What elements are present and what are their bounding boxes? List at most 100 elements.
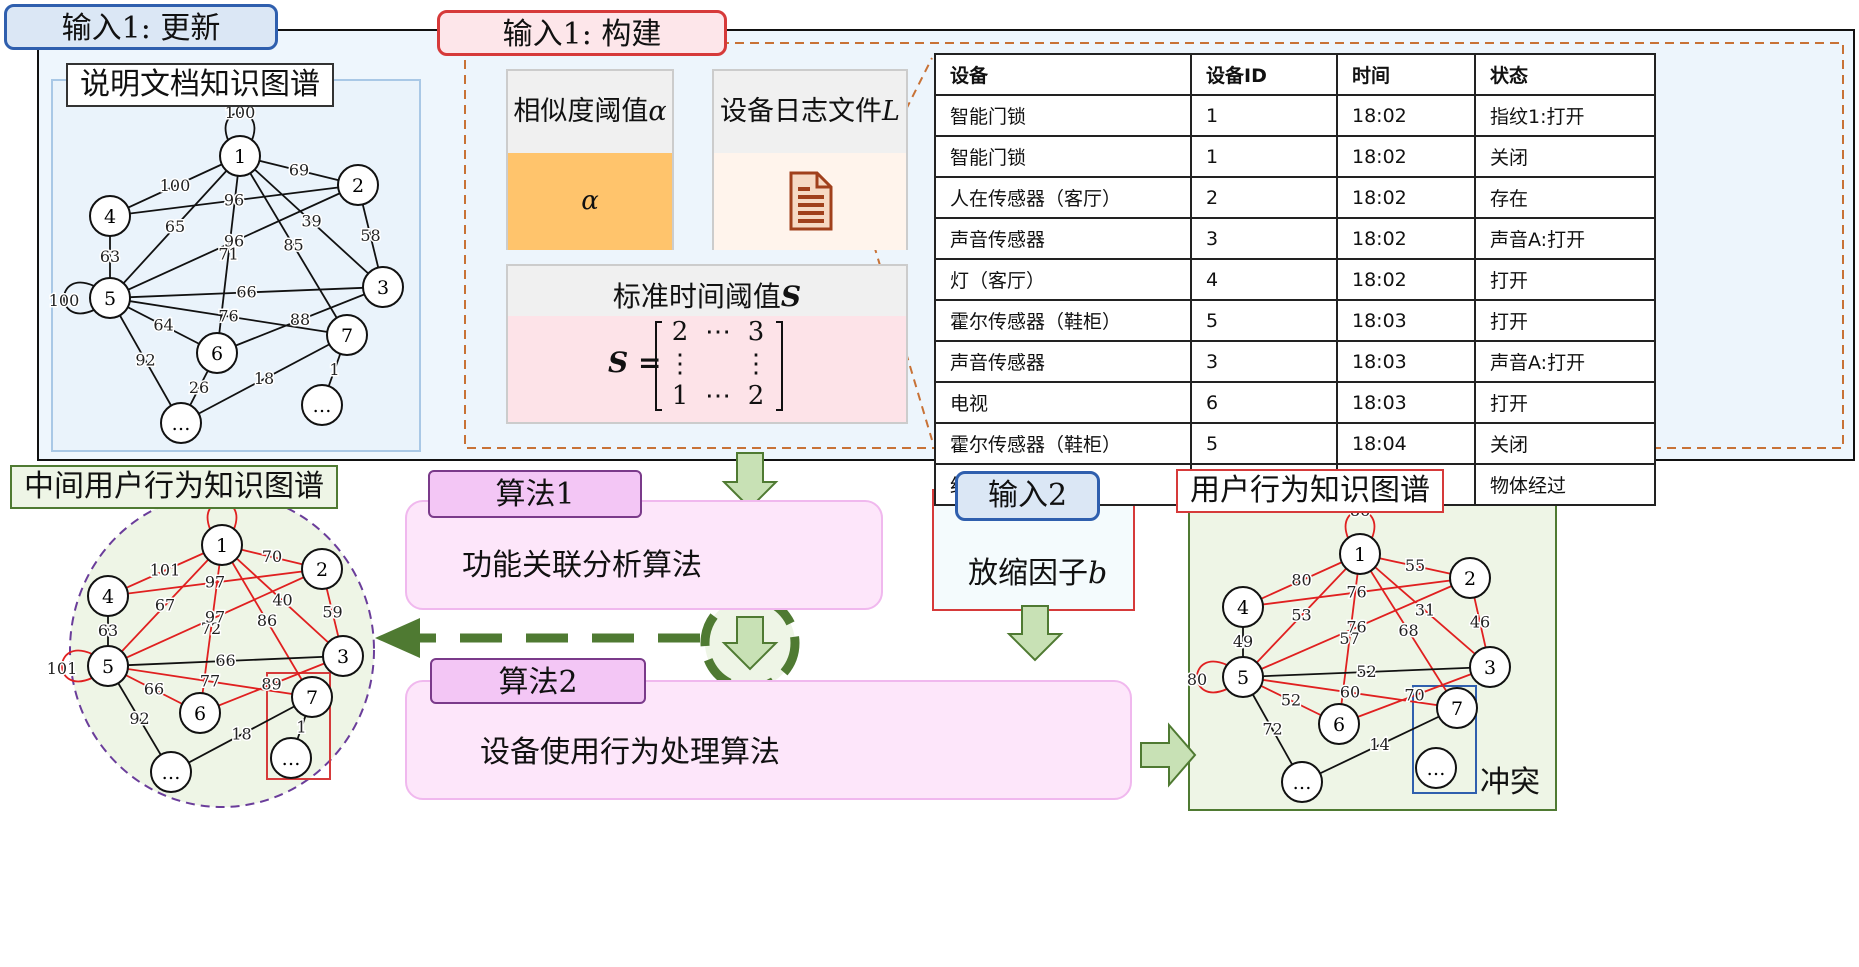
graph-edge-weight: 63 [98, 621, 118, 640]
graph-edge-weight: 86 [257, 611, 277, 630]
graph-edge-weight: 63 [100, 247, 120, 266]
standard-time-box: 标准时间阈值S S = 2 ⋯ 3 ⋮ ⋮ 1 ⋯ 2 [506, 264, 908, 424]
down-arrow-build [721, 452, 779, 510]
graph-edge-weight: 26 [189, 378, 209, 397]
graph-edge-weight: 18 [254, 369, 274, 388]
graph-node-label: 2 [316, 559, 328, 581]
m-0-1: ⋯ [705, 317, 731, 347]
graph-node [301, 548, 343, 590]
graph-edge-weight: 92 [129, 709, 149, 728]
graph-edge-weight: 65 [165, 217, 185, 236]
graph-node-label: 1 [1354, 544, 1366, 566]
table-cell: 3 [1190, 217, 1338, 260]
graph-edge-weight: 31 [1415, 601, 1435, 620]
graph-node-label: … [172, 413, 191, 435]
graph-edge [199, 544, 223, 714]
table-cell: 1 [1190, 94, 1338, 137]
table-cell: 18:04 [1336, 422, 1476, 465]
table-cell: 电视 [934, 381, 1192, 424]
down-arrow-input2 [1006, 605, 1064, 662]
graph-edge [109, 155, 241, 217]
graph-node [1281, 761, 1323, 803]
m-2-1: ⋯ [705, 381, 731, 411]
graph-node [87, 575, 129, 617]
graph-edge-weight: 85 [283, 236, 303, 255]
graph-edge-weight: 89 [261, 675, 281, 694]
table-cell: 物体经过 [1474, 463, 1656, 506]
table-header-cell: 时间 [1336, 53, 1476, 96]
table-header-cell: 设备ID [1190, 53, 1338, 96]
algo2-tag: 算法2 [430, 658, 646, 704]
graph-edge-weight: 68 [1398, 621, 1418, 640]
graph-node-label: 7 [1451, 698, 1463, 720]
graph-node [87, 645, 129, 687]
graph-edge-weight: 49 [1233, 632, 1253, 651]
graph-edge-weight: 72 [201, 619, 221, 638]
graph-edge [1359, 553, 1491, 668]
table-cell: 存在 [1474, 176, 1656, 219]
graph-node [1222, 586, 1264, 628]
graph-edge-weight: 1 [296, 718, 306, 737]
table-cell: 4 [1190, 258, 1338, 301]
graph-edge-weight: 101 [150, 561, 181, 580]
input2-tag: 输入2 [955, 471, 1100, 521]
graph-node [1318, 703, 1360, 745]
graph-edge [216, 155, 241, 354]
graph-node-label: 5 [1237, 667, 1249, 689]
graph-edge-weight: 39 [301, 212, 321, 231]
graph-node-label: 4 [104, 206, 116, 228]
graph-edge-weight: 71 [218, 245, 238, 264]
device-log-box: 设备日志文件L [712, 69, 908, 250]
conflict-highlight-box [1412, 685, 1477, 794]
device-log-title: 设备日志文件L [720, 96, 900, 127]
graph-edge [107, 665, 313, 698]
table-cell: 18:03 [1336, 340, 1476, 383]
intermediate-kg-title: 中间用户行为知识图谱 [10, 465, 338, 509]
graph-node-label: 5 [104, 288, 116, 310]
graph-edge [107, 568, 323, 597]
graph-edge-weight: 76 [218, 307, 238, 326]
graph-node [160, 402, 202, 444]
graph-node [1469, 646, 1511, 688]
table-cell: 关闭 [1474, 135, 1656, 178]
graph-edge [1242, 553, 1361, 608]
graph-node-label: … [1293, 772, 1312, 794]
graph-edge-weight: 53 [1291, 606, 1311, 625]
manual-kg-title: 说明文档知识图谱 [66, 63, 334, 107]
graph-edge-weight: 96 [224, 232, 244, 251]
table-cell: 18:02 [1336, 258, 1476, 301]
graph-edge [1242, 577, 1471, 608]
graph-edge [239, 155, 384, 288]
graph-edge [109, 286, 384, 299]
input1-build-tag: 输入1: 构建 [437, 10, 727, 56]
graph-edge [1242, 666, 1491, 678]
graph-node [337, 164, 379, 206]
graph-loop-weight: 101 [47, 659, 78, 678]
down-arrow-loop [721, 616, 779, 671]
graph-edge [1338, 553, 1361, 725]
table-cell: 智能门锁 [934, 135, 1192, 178]
similarity-value: α [508, 153, 672, 250]
table-cell: 打开 [1474, 299, 1656, 342]
table-cell: 声音传感器 [934, 217, 1192, 260]
table-header-cell: 状态 [1474, 53, 1656, 96]
graph-node-label: 4 [102, 586, 114, 608]
table-cell: 5 [1190, 299, 1338, 342]
graph-edge [107, 655, 344, 667]
similarity-box: 相似度阈值α α [506, 69, 674, 250]
table-cell: 声音传感器 [934, 340, 1192, 383]
graph-edge [109, 297, 182, 424]
graph-node [270, 737, 312, 779]
graph-edge-weight: 46 [1470, 613, 1490, 632]
algo2-text: 设备使用行为处理算法 [480, 735, 780, 770]
graph-edge-weight: 64 [153, 316, 173, 335]
graph-node [201, 524, 243, 566]
